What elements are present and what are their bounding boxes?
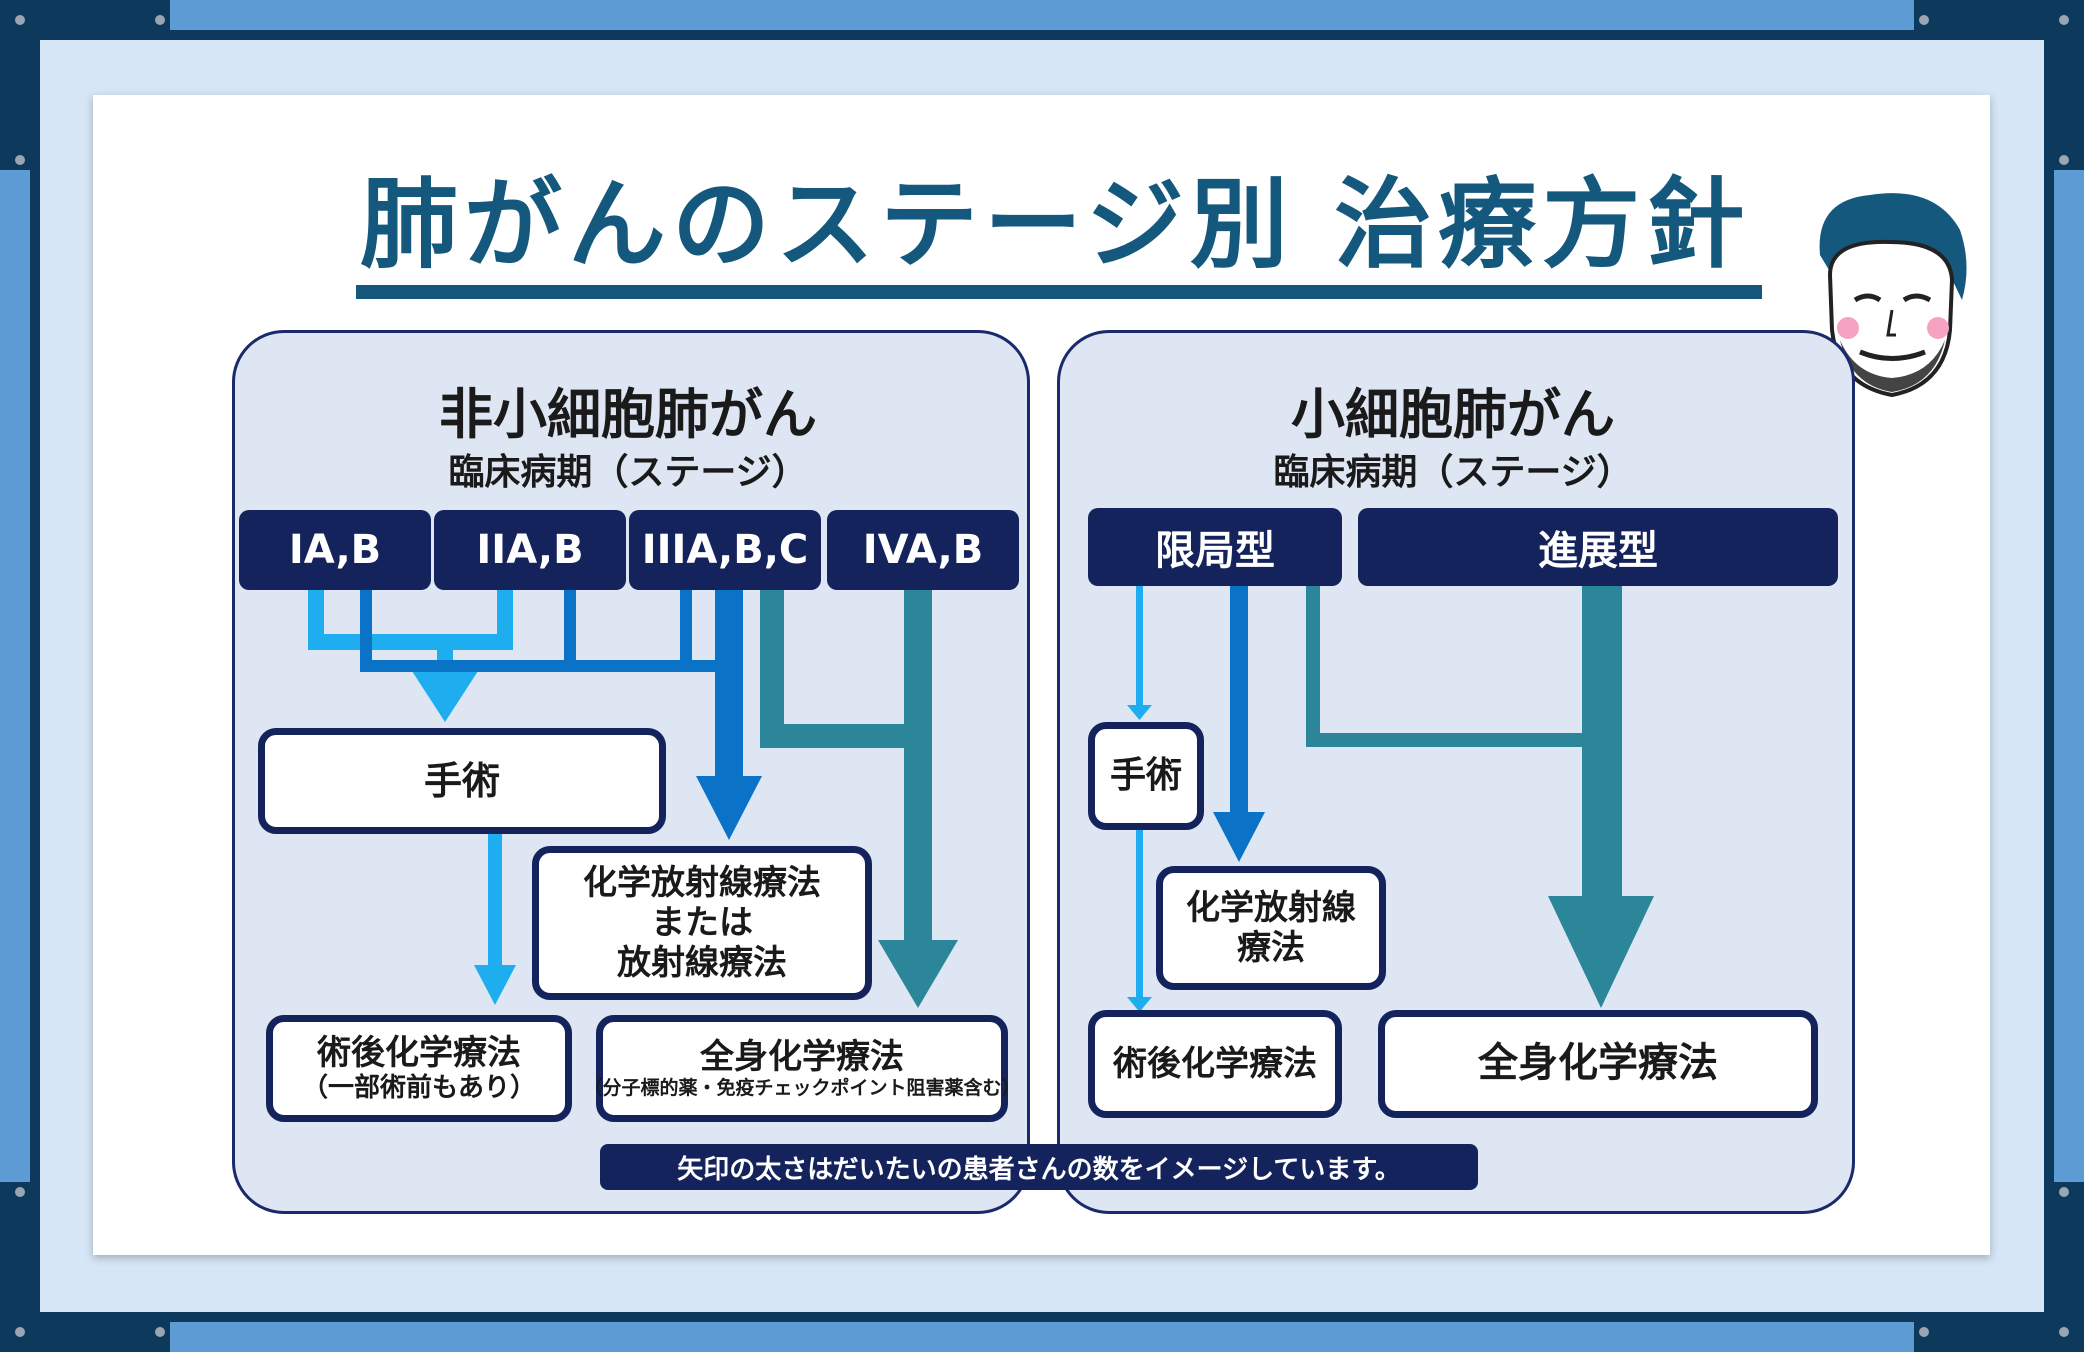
sclc-systemic-label: 全身化学療法 xyxy=(1478,1040,1718,1087)
sclc-chemoradiation-line-1: 化学放射線 xyxy=(1186,887,1356,928)
arrow-to-systemic xyxy=(878,940,958,1008)
arrow-to-chemoradiation xyxy=(696,776,762,840)
stage-iia-b: IIA,B xyxy=(434,510,626,590)
sclc-subheading: 臨床病期（ステージ） xyxy=(1273,452,1633,493)
sclc-surgery-box: 手術 xyxy=(1088,722,1204,830)
nsclc-heading: 非小細胞肺がん xyxy=(439,383,817,446)
nsclc-postop-label: 術後化学療法 xyxy=(317,1033,521,1074)
stage-ia-b: IA,B xyxy=(239,510,431,590)
nsclc-chemoradiation-box: 化学放射線療法 または 放射線療法 xyxy=(532,846,872,1000)
stage-limited: 限局型 xyxy=(1088,508,1342,586)
nsclc-systemic-label: 全身化学療法 xyxy=(700,1037,904,1078)
nsclc-systemic-box: 全身化学療法 （分子標的薬・免疫チェックポイント阻害薬含む） xyxy=(584,1015,1021,1122)
sclc-postop-box: 術後化学療法 xyxy=(1088,1010,1342,1118)
page-title: 肺がんのステージ別 治療方針 xyxy=(360,168,1751,282)
doctor-face-icon xyxy=(1819,193,1967,398)
chemoradiation-line-3: 放射線療法 xyxy=(617,943,787,984)
title-underline xyxy=(356,285,1762,299)
nsclc-surgery-label: 手術 xyxy=(423,758,500,803)
nsclc-systemic-note: （分子標的薬・免疫チェックポイント阻害薬含む） xyxy=(583,1077,1021,1100)
arrow-thickness-note: 矢印の太さはだいたいの患者さんの数をイメージしています。 xyxy=(600,1144,1478,1190)
sclc-chemoradiation-box: 化学放射線 療法 xyxy=(1156,866,1386,990)
stage-extensive: 進展型 xyxy=(1358,508,1838,586)
chemoradiation-line-1: 化学放射線療法 xyxy=(583,862,821,903)
chemoradiation-line-2: または xyxy=(651,902,753,943)
nsclc-postop-note: （一部術前もあり） xyxy=(301,1073,536,1104)
sclc-heading: 小細胞肺がん xyxy=(1291,383,1615,446)
stage-iva-b: IVA,B xyxy=(827,510,1019,590)
arrow-to-surgery xyxy=(410,668,480,722)
nsclc-subheading: 臨床病期（ステージ） xyxy=(448,452,808,493)
stage-iiia-b-c: IIIA,B,C xyxy=(629,510,821,590)
sclc-systemic-box: 全身化学療法 xyxy=(1378,1010,1818,1118)
sclc-surgery-label: 手術 xyxy=(1109,754,1182,796)
arrow-to-postop xyxy=(474,965,516,1005)
sclc-chemoradiation-line-2: 療法 xyxy=(1237,928,1305,968)
nsclc-postop-box: 術後化学療法 （一部術前もあり） xyxy=(266,1015,572,1122)
sclc-postop-label: 術後化学療法 xyxy=(1113,1043,1317,1084)
nsclc-surgery-box: 手術 xyxy=(258,728,666,834)
